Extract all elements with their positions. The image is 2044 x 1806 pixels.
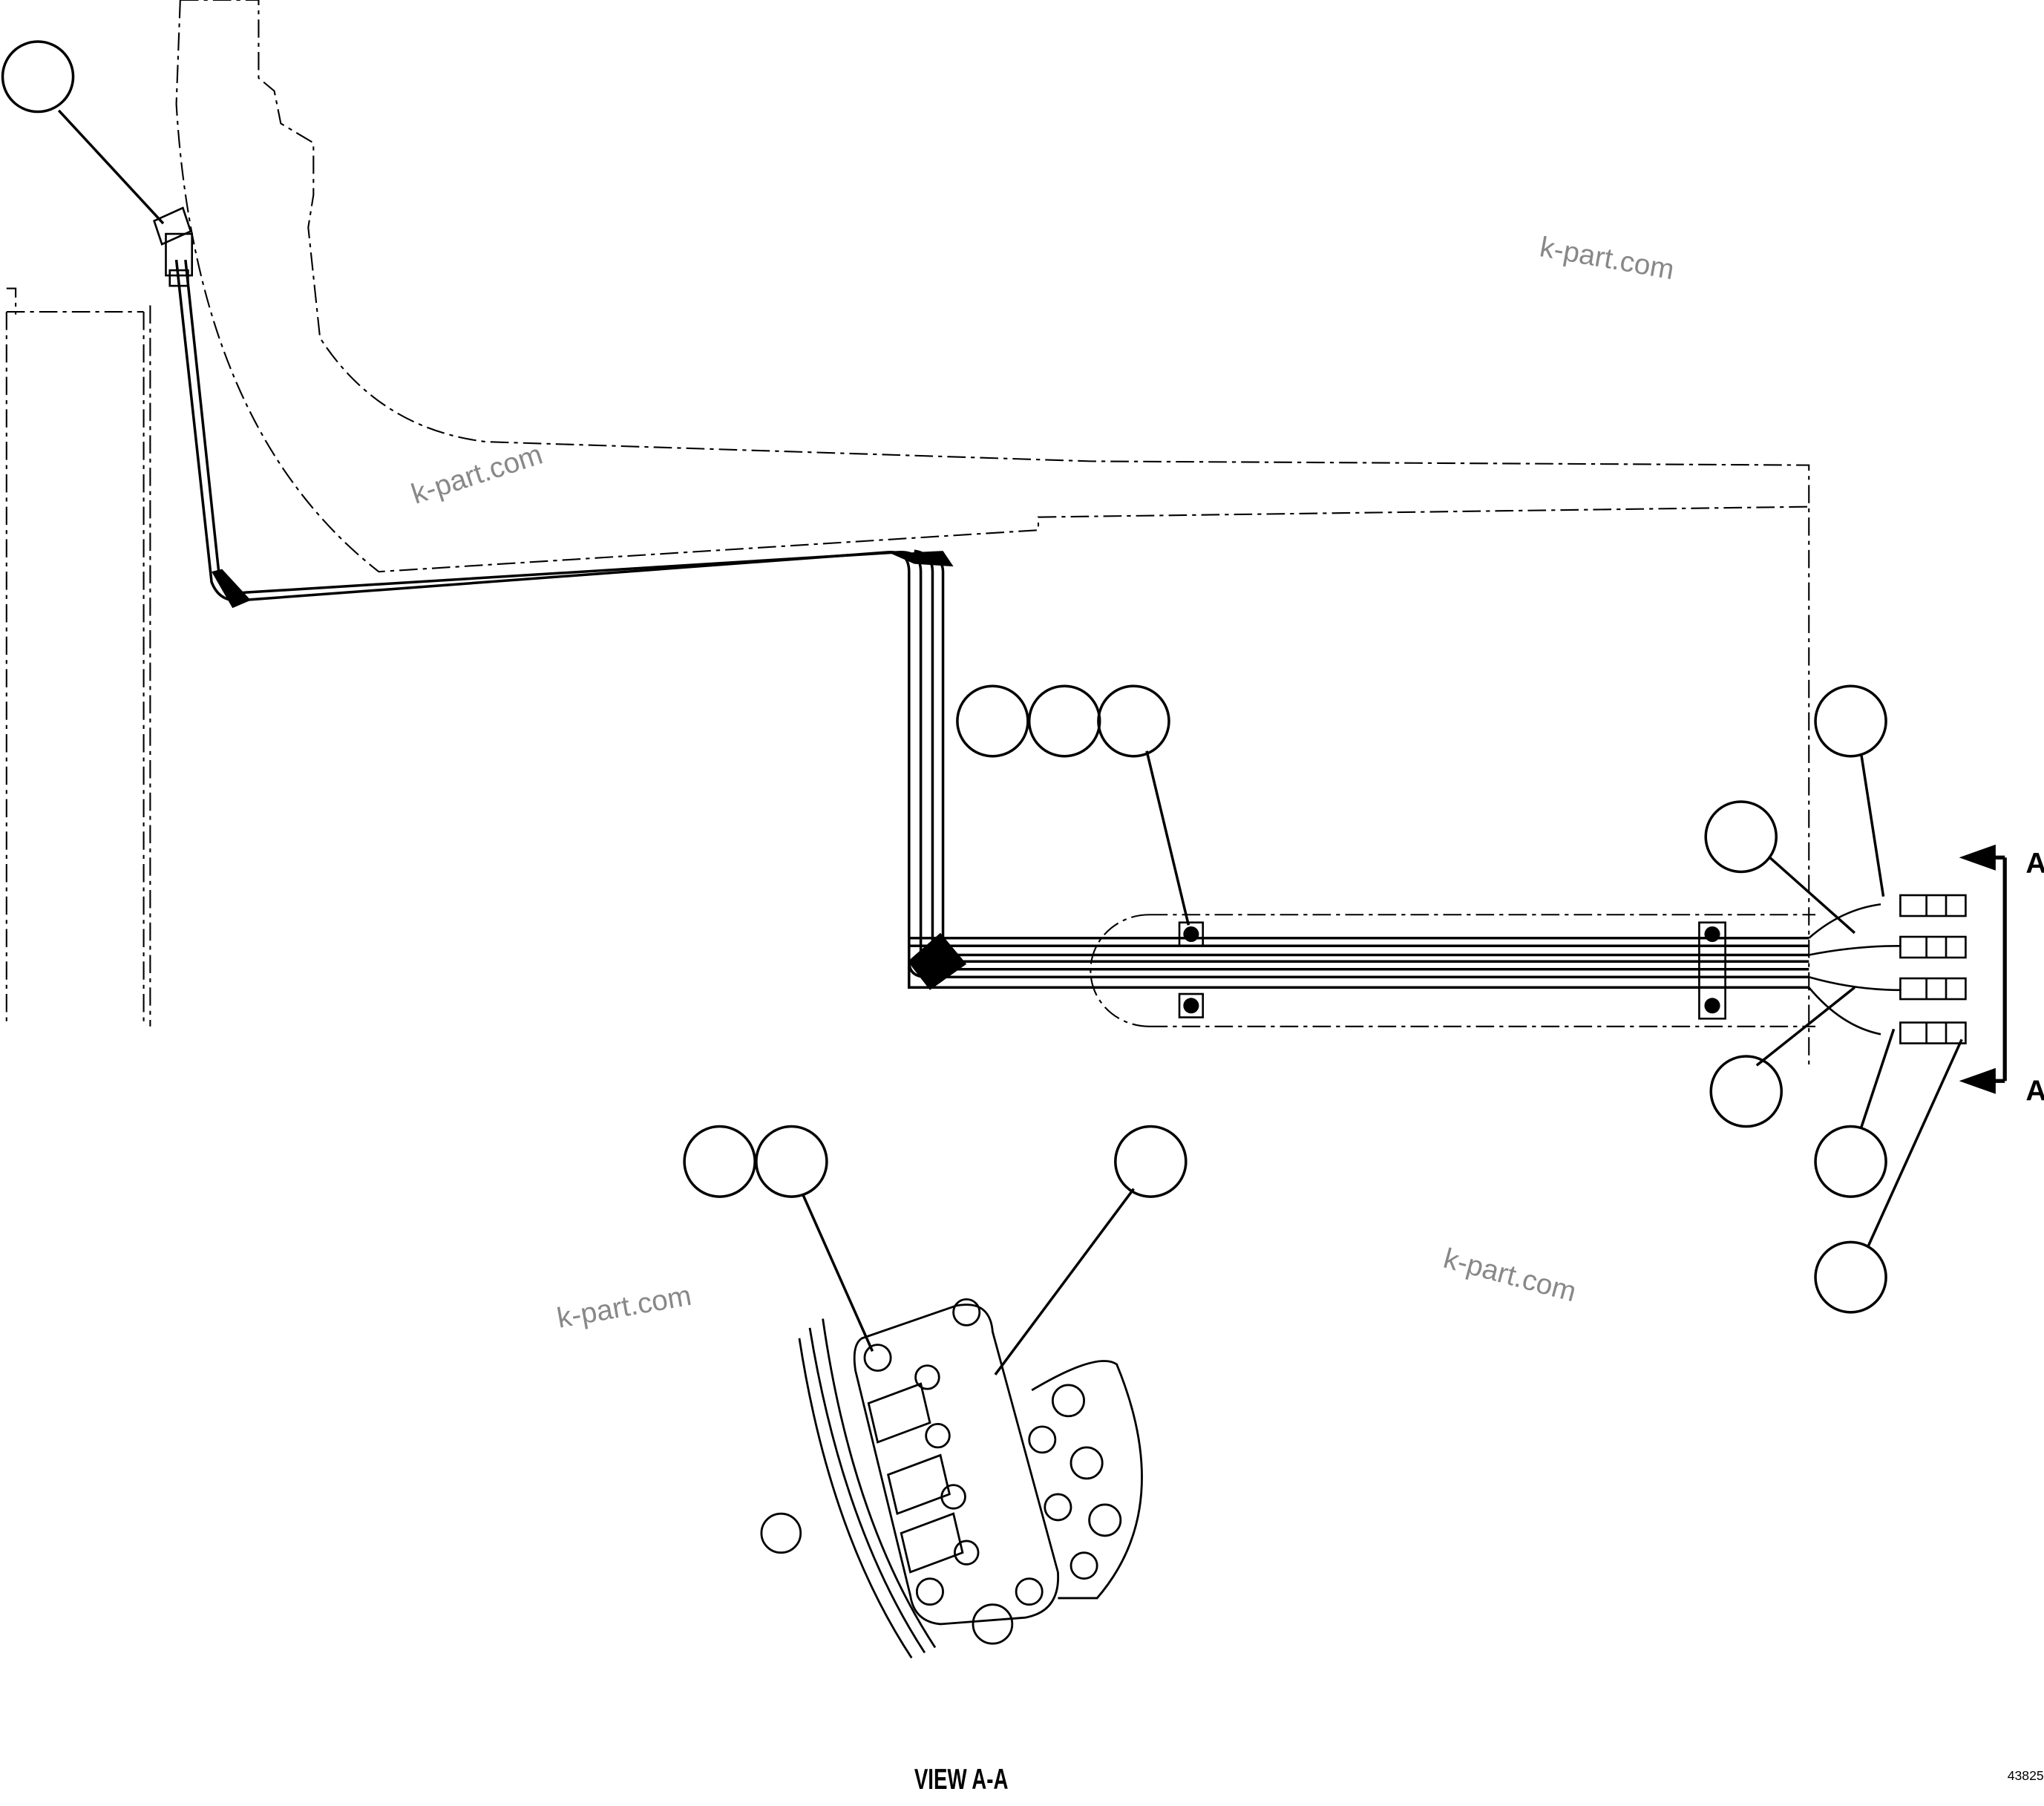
port-bolt-3 — [915, 1577, 944, 1606]
section-arrow-top — [1959, 844, 1996, 871]
view-label: VIEW A-A — [914, 1764, 1009, 1796]
tube-bends — [212, 551, 967, 990]
clamp-bolt-4 — [1704, 998, 1720, 1014]
leader-view-left — [802, 1194, 874, 1352]
section-marker: A A — [1959, 844, 2044, 1108]
brake-tube-bundle — [174, 259, 1809, 989]
hub-hole-2 — [1028, 1425, 1057, 1454]
callout-bubble-3 — [1027, 684, 1101, 758]
callout-bubble-12 — [1114, 1125, 1188, 1198]
fitting-3 — [1899, 977, 1967, 1001]
port-bolt-4 — [1015, 1577, 1044, 1606]
clamp-square-3 — [1698, 921, 1726, 1020]
clamp-bolt-2 — [1183, 998, 1199, 1014]
callout-bubbles — [1, 40, 1887, 1314]
fitting-4 — [1899, 1021, 1967, 1044]
ring-outer-1 — [798, 1338, 913, 1659]
brake-tube-2 — [184, 259, 1809, 971]
hub-hole-6 — [1070, 1551, 1098, 1580]
brake-tube-6 — [908, 937, 1809, 948]
port-nut-3 — [940, 1484, 966, 1510]
frame-phantom-left — [5, 287, 151, 1027]
fan-out-lines — [1808, 903, 1901, 1035]
manifold-slots — [867, 1382, 964, 1574]
leader-lines — [57, 109, 1963, 1375]
callout-bubble-6 — [1704, 800, 1778, 874]
phantom-outlines — [5, 0, 1816, 1066]
bend-upper-right — [891, 551, 954, 567]
housing-inner-phantom — [175, 0, 1809, 573]
port-nut-1 — [914, 1364, 940, 1390]
callout-bubble-9 — [1814, 1240, 1887, 1314]
callout-bubble-4 — [1097, 684, 1170, 758]
clamp-square-1 — [1178, 921, 1205, 947]
callout-bubble-7 — [1709, 1055, 1783, 1128]
brake-tube-4 — [914, 549, 1809, 963]
brake-tube-3 — [931, 551, 1809, 957]
fitting-1 — [1899, 894, 1967, 917]
fitting-nut — [168, 269, 189, 287]
callout-bubble-1 — [1, 40, 75, 114]
section-letter-bottom: A — [2025, 1076, 2044, 1108]
clamp-bolt-1 — [1183, 926, 1199, 943]
section-arrow-bottom — [1959, 1067, 1996, 1094]
callout-bubble-10 — [683, 1125, 756, 1198]
top-fitting — [153, 206, 194, 287]
callout-bubble-5 — [1814, 684, 1887, 758]
fitting-cap — [153, 206, 192, 246]
housing-phantom-outline — [180, 0, 1810, 1066]
watermark-2: k-part.com — [407, 439, 546, 511]
ring-outer-2 — [808, 1327, 926, 1654]
watermark-1: k-part.com — [1537, 231, 1677, 286]
fitting-body — [165, 232, 194, 277]
loose-ring-1 — [760, 1512, 802, 1554]
clamp-bolt-3 — [1704, 926, 1720, 943]
brake-tube-5 — [908, 961, 1809, 989]
callout-bubble-2 — [956, 684, 1029, 758]
brake-tube-1 — [174, 259, 1809, 979]
watermarks: k-part.com k-part.com k-part.com k-part.… — [407, 231, 1677, 1334]
hub-hole-5 — [1088, 1503, 1122, 1537]
leader-right-2 — [1769, 856, 1856, 935]
port-nut-4 — [953, 1540, 980, 1565]
fitting-hex-lines — [1925, 894, 1948, 1044]
section-letter-top: A — [2025, 848, 2044, 880]
leader-clamp — [1145, 750, 1190, 926]
hub-outline — [1031, 1360, 1143, 1600]
leader-top-left — [57, 109, 165, 225]
hub-hole-1 — [1051, 1384, 1085, 1418]
hub-hole-4 — [1044, 1493, 1072, 1522]
leader-view-right — [994, 1188, 1135, 1375]
port-bolt-2 — [952, 1298, 981, 1326]
end-fittings — [1808, 894, 1967, 1044]
clamp-blocks — [1178, 921, 1726, 1020]
view-a-a-detail — [760, 1298, 1143, 1659]
clamp-square-2 — [1178, 992, 1205, 1018]
watermark-4: k-part.com — [1440, 1243, 1579, 1308]
callout-bubble-11 — [755, 1125, 828, 1198]
figure-number: 43825 — [2008, 1768, 2044, 1783]
port-nut-2 — [925, 1422, 951, 1449]
leader-right-3 — [1755, 986, 1855, 1067]
watermark-3: k-part.com — [554, 1280, 694, 1335]
callout-bubble-8 — [1814, 1125, 1887, 1198]
ring-outer-3 — [822, 1318, 937, 1649]
bend-upper-left — [212, 569, 251, 609]
hub-hole-3 — [1070, 1446, 1104, 1480]
port-bolt-1 — [863, 1344, 892, 1373]
leader-right-5 — [1866, 1038, 1963, 1249]
fitting-2 — [1899, 935, 1967, 959]
leader-right-4 — [1859, 1028, 1896, 1128]
leader-right-1 — [1859, 753, 1885, 897]
manifold-plate — [853, 1303, 1059, 1626]
loose-ring-2 — [972, 1603, 1014, 1645]
bend-lower-left — [908, 932, 967, 990]
